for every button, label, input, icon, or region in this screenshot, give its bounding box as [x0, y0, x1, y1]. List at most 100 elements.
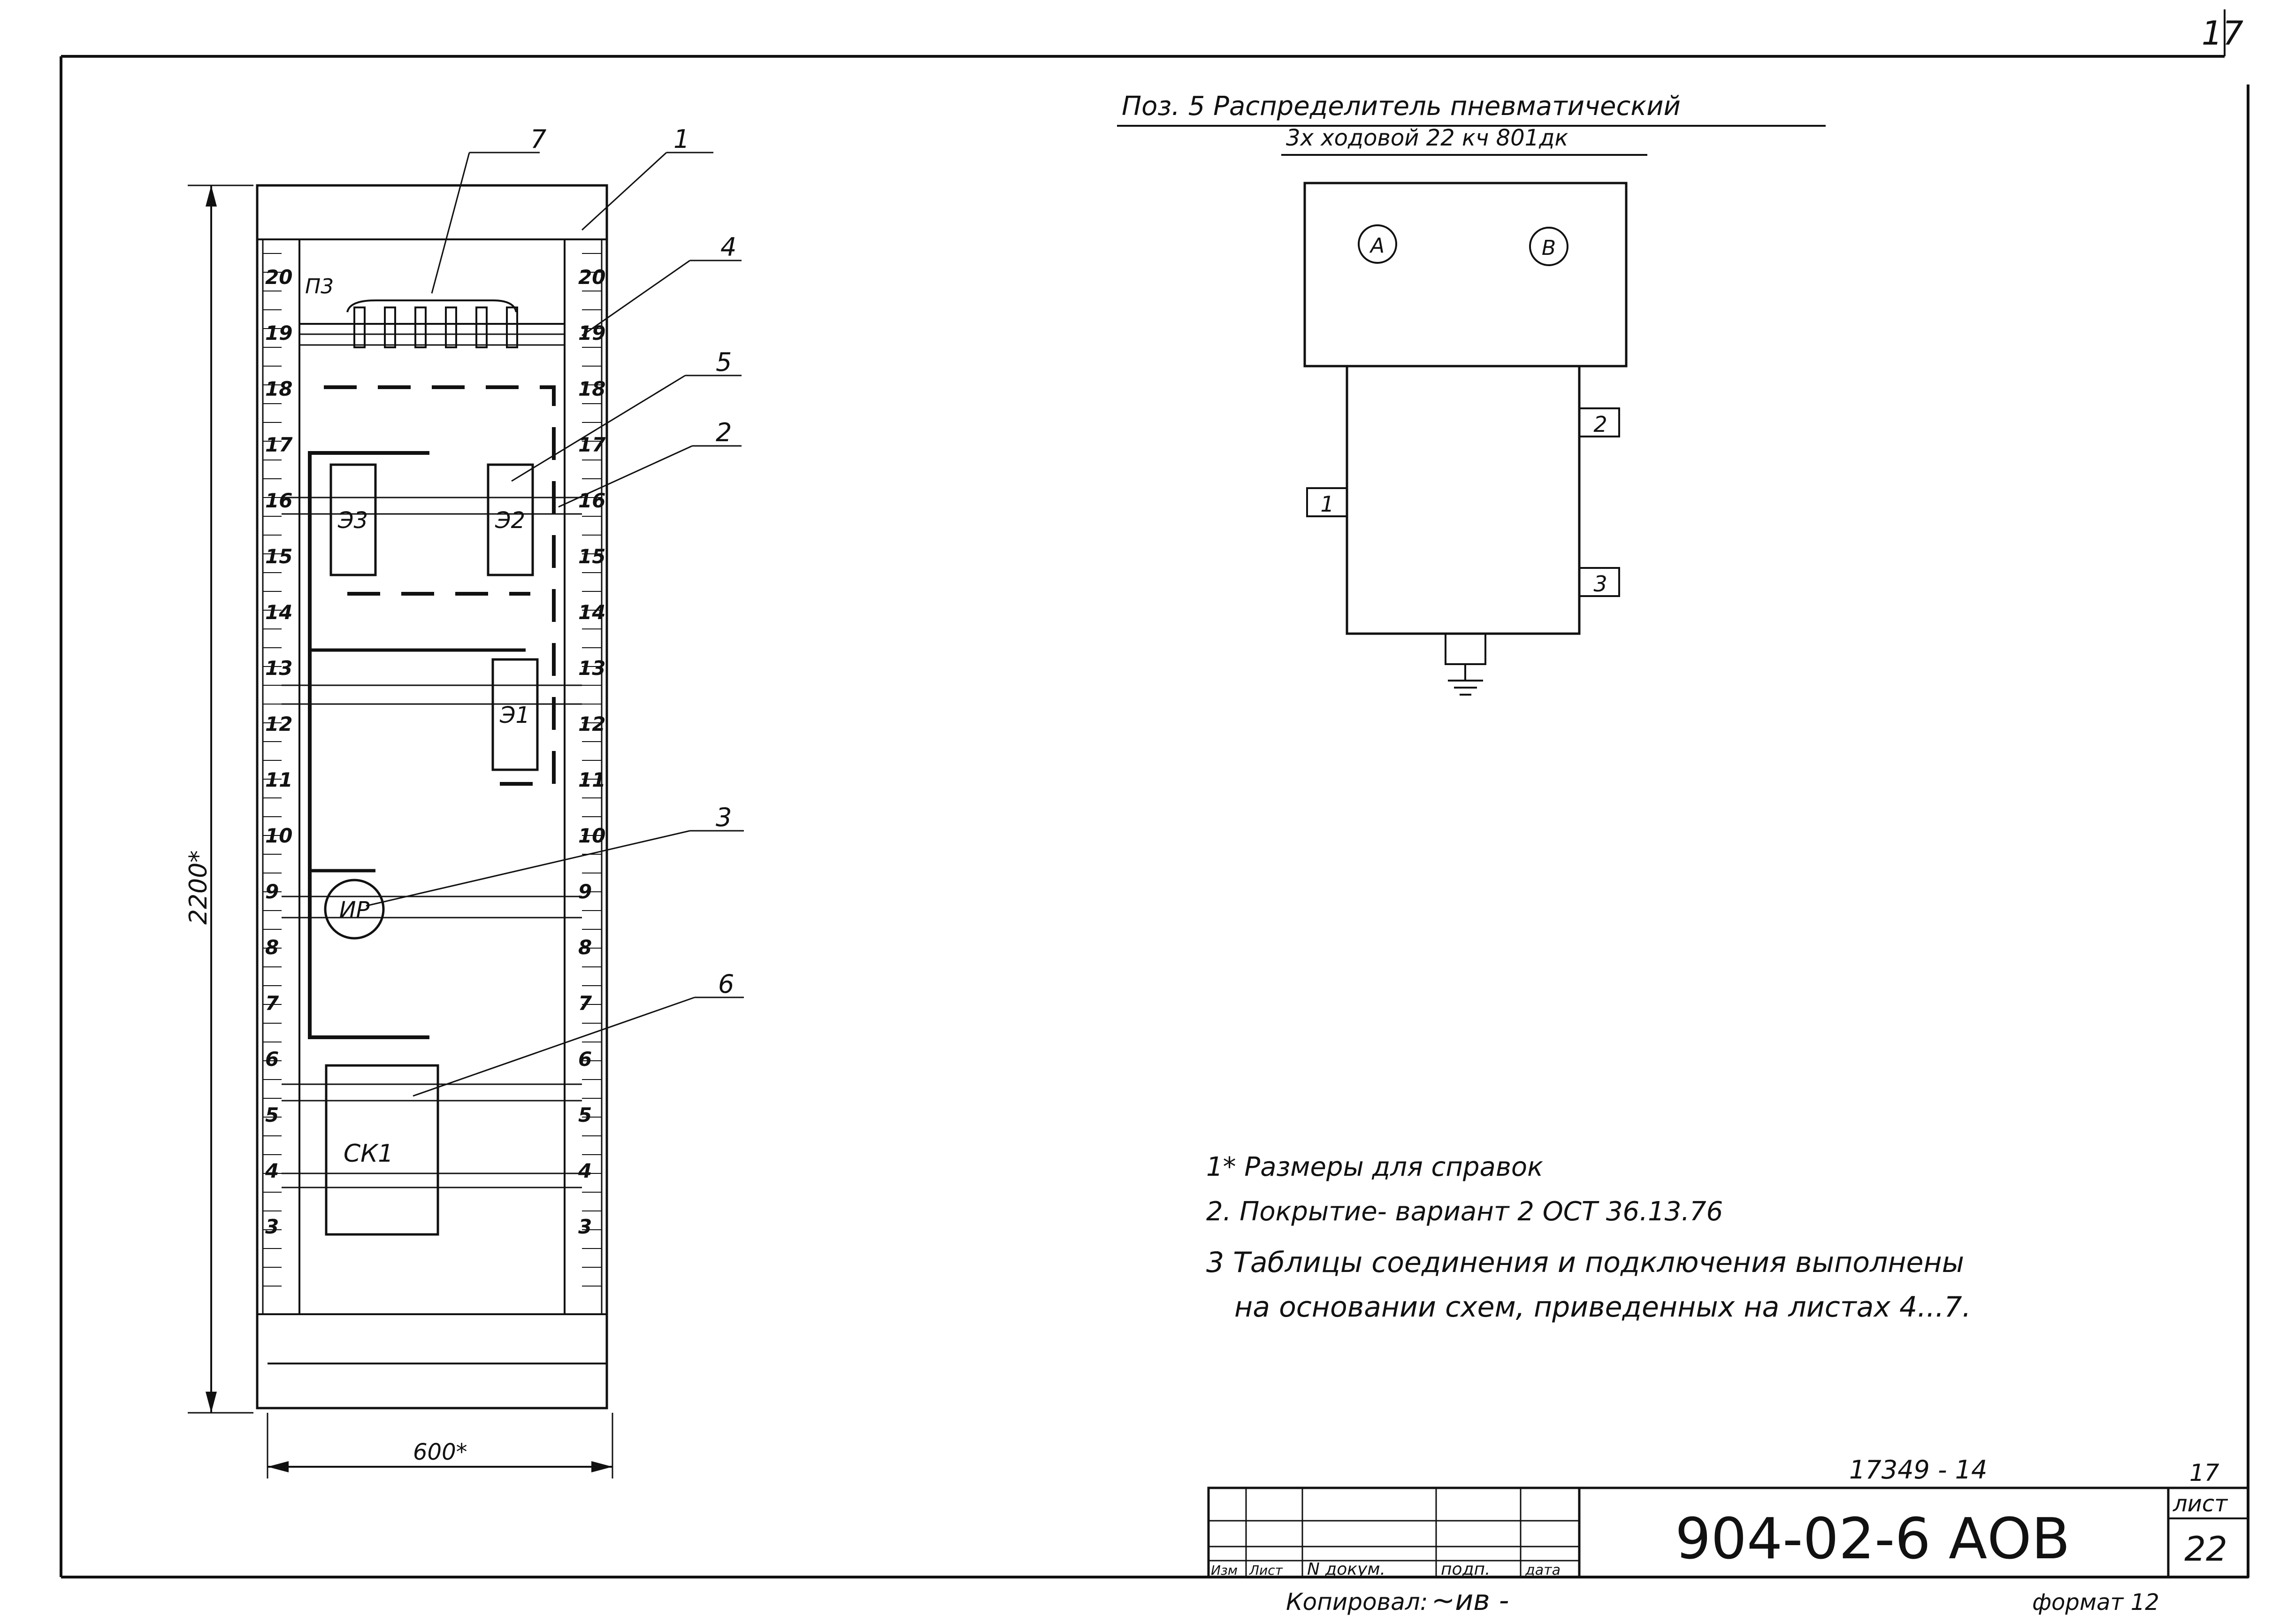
port-a-label: А — [1369, 234, 1385, 258]
terminal — [414, 306, 427, 348]
rail-number-left: 10 — [265, 824, 292, 847]
rail-number-right: 9 — [578, 880, 592, 903]
rail-number-right: 12 — [578, 712, 605, 735]
rail-number-right: 18 — [578, 377, 605, 400]
callout-6: 6 — [718, 969, 734, 999]
sheet-number: 22 — [2184, 1529, 2227, 1569]
rail-number-left: 12 — [265, 712, 292, 735]
relay-e3 — [329, 463, 377, 576]
callout-3: 3 — [716, 803, 732, 832]
sheet-frame: 17 — [60, 9, 2249, 1578]
terminal — [506, 306, 518, 348]
terminal — [475, 306, 488, 348]
relay-e1 — [491, 658, 539, 771]
rail-number-left: 4 — [265, 1159, 279, 1182]
rail-number-right: 10 — [578, 824, 605, 847]
height-dimension-label: 2200* — [184, 850, 213, 925]
rail-number-left: 11 — [265, 768, 292, 791]
rail-number-left: 7 — [265, 992, 279, 1015]
rail-number-right: 11 — [578, 768, 605, 791]
title-block: 17349 - 14 17 Изм Лист N докум. подп. да… — [1207, 1455, 2249, 1617]
note-3-continued: на основании схем, приведенных на листах… — [1234, 1291, 1971, 1324]
rail-number-right: 5 — [578, 1103, 592, 1126]
rail-numbers-right: 20 19 18 17 16 15 14 13 12 11 10 9 8 7 6 5 4 3 — [578, 266, 606, 1238]
header-podp: подп. — [1441, 1560, 1490, 1579]
port-2-label: 2 — [1593, 412, 1607, 437]
port-1-label: 1 — [1320, 491, 1334, 517]
note-3: 3 Таблицы соединения и подключения выпол… — [1206, 1246, 1964, 1279]
switch-sk1-label: СК1 — [344, 1140, 393, 1168]
ground-icon — [1445, 633, 1486, 696]
rail-number-right: 16 — [578, 489, 605, 512]
callout-2: 2 — [716, 418, 732, 447]
rail-number-left: 8 — [265, 936, 279, 959]
callout-1: 1 — [673, 124, 689, 154]
callout-5: 5 — [716, 347, 732, 377]
rail-number-right: 14 — [578, 601, 605, 624]
notes: 1* Размеры для справок 2. Покрытие- вари… — [1206, 1152, 1971, 1324]
distributor-drawing: Поз. 5 Распределитель пневматический 3х … — [1117, 91, 1826, 696]
callout-7: 7 — [530, 124, 546, 154]
callout-4: 4 — [720, 232, 736, 262]
rail-number-left: 3 — [265, 1215, 279, 1238]
terminal-block — [353, 306, 518, 348]
rail-ticks — [263, 253, 602, 1287]
note-1: 1* Размеры для справок — [1206, 1152, 1543, 1182]
relay-e2 — [487, 463, 534, 576]
terminal — [384, 306, 396, 348]
width-dimension-label: 600* — [413, 1439, 467, 1465]
rail-number-left: 16 — [265, 489, 292, 512]
terminal — [353, 306, 366, 348]
rail-number-left: 6 — [265, 1048, 279, 1071]
rail-number-left: 19 — [265, 322, 292, 345]
callout-leaders — [366, 152, 744, 1097]
rail-number-right: 17 — [578, 433, 606, 456]
panel-label: П3 — [305, 275, 334, 299]
rail-number-left: 20 — [265, 266, 292, 289]
sheet-total: 17 — [2189, 1459, 2219, 1486]
terminal — [445, 306, 457, 348]
rail-number-right: 13 — [578, 657, 605, 680]
height-dimension — [188, 184, 253, 1414]
format-label: формат 12 — [2032, 1589, 2159, 1616]
rail-number-right: 15 — [578, 545, 605, 568]
indicator-ir-label: ИР — [339, 897, 370, 923]
drawing-designation: 904-02-6 АОВ — [1675, 1507, 2070, 1572]
rail-number-right: 3 — [578, 1215, 592, 1238]
distributor-title-line1: Поз. 5 Распределитель пневматический — [1122, 91, 1681, 122]
distributor-title-line2: 3х ходовой 22 кч 801дк — [1286, 125, 1568, 151]
rail-number-right: 8 — [578, 936, 592, 959]
copied-label: Копировал: — [1286, 1588, 1428, 1616]
header-izm: Изм — [1211, 1563, 1238, 1578]
corner-sheet-number: 17 — [2202, 14, 2243, 53]
header-data: дата — [1525, 1562, 1561, 1578]
rail-numbers-left: 20 19 18 17 16 15 14 13 12 11 10 9 8 7 6 5 4 3 — [265, 266, 293, 1238]
rail-number-left: 15 — [265, 545, 292, 568]
port-b-label: В — [1542, 236, 1556, 260]
rail-number-left: 9 — [265, 880, 279, 903]
sheet-label: лист — [2173, 1491, 2228, 1517]
relay-e2-label: Э2 — [495, 507, 525, 534]
switch-sk1 — [325, 1064, 439, 1236]
rail-number-left: 18 — [265, 377, 292, 400]
rail-number-right: 19 — [578, 322, 605, 345]
header-ndokum: N докум. — [1307, 1560, 1385, 1579]
rail-number-right: 7 — [578, 992, 592, 1015]
rail-number-left: 5 — [265, 1103, 279, 1126]
relay-e1-label: Э1 — [499, 702, 530, 728]
copied-signature: ~ив - — [1431, 1584, 1509, 1617]
rail-number-left: 13 — [265, 657, 292, 680]
inventory-number: 17349 - 14 — [1849, 1455, 1987, 1485]
width-dimension — [267, 1413, 613, 1478]
rail-number-left: 14 — [265, 601, 292, 624]
rail-number-left: 17 — [265, 433, 293, 456]
relay-e3-label: Э3 — [337, 507, 368, 534]
rail-number-right: 4 — [578, 1159, 592, 1182]
note-2: 2. Покрытие- вариант 2 ОСТ 36.13.76 — [1206, 1196, 1723, 1227]
rail-number-right: 20 — [578, 266, 605, 289]
port-3-label: 3 — [1593, 571, 1607, 597]
rail-number-right: 6 — [578, 1048, 592, 1071]
indicator-ir — [324, 879, 385, 940]
